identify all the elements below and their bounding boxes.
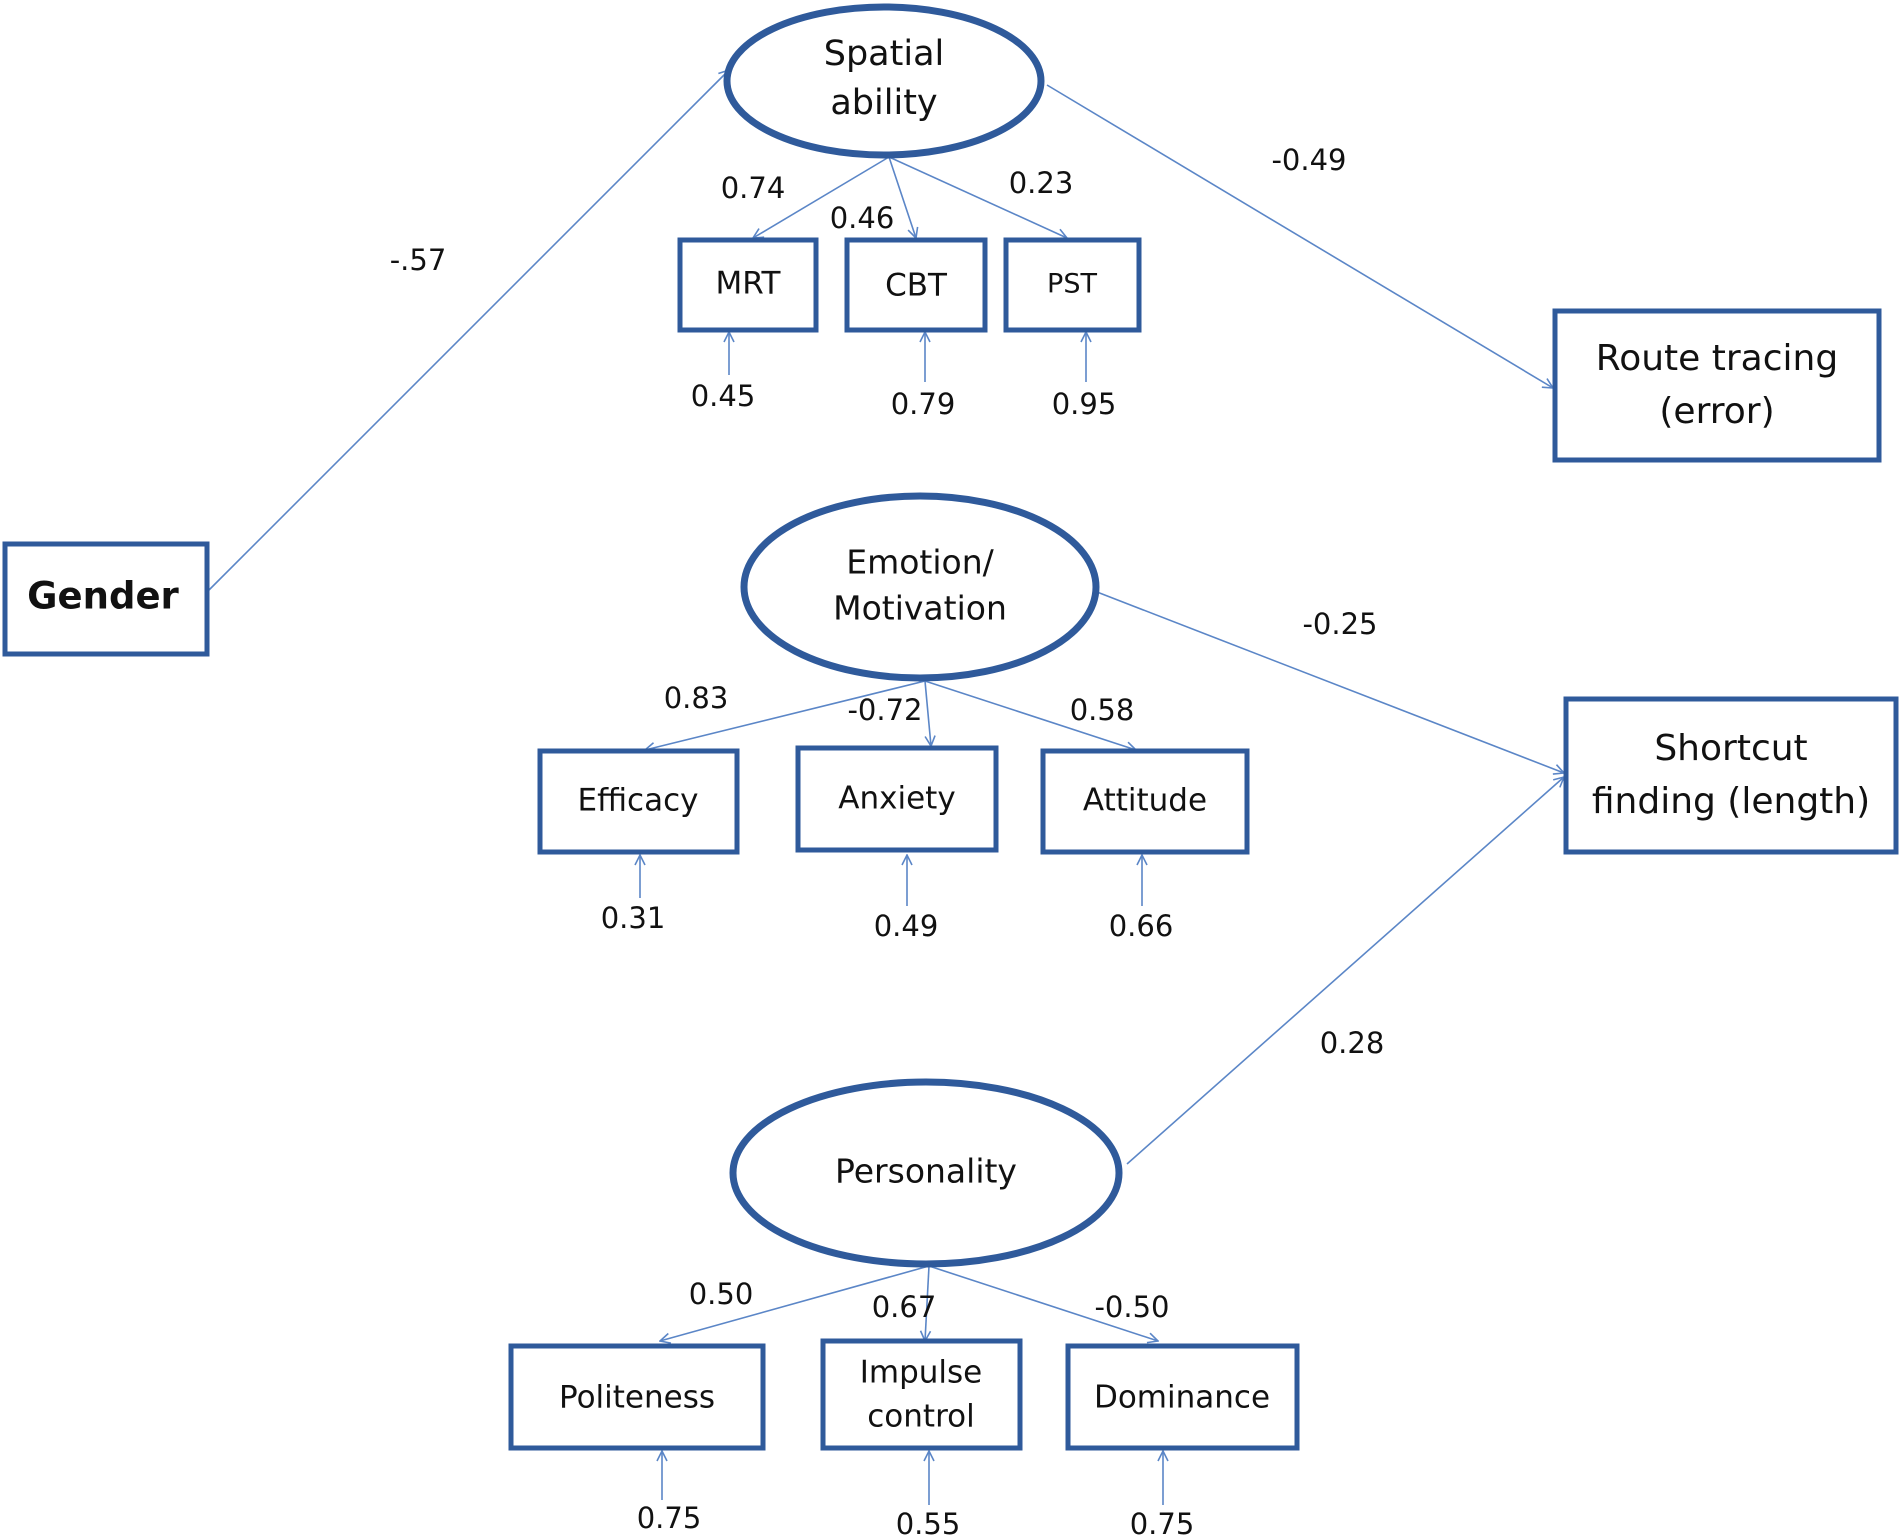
node-emotion-motivation: Emotion/ Motivation [740, 492, 1100, 682]
node-anxiety-label: Anxiety [838, 781, 955, 817]
node-route-label-line1: Route tracing [1596, 338, 1838, 379]
node-mrt: MRT [677, 237, 819, 333]
node-emotion-label-line2: Motivation [833, 589, 1007, 628]
edge-emotion-to-anxiety [924, 680, 931, 746]
node-dominance-label: Dominance [1094, 1380, 1270, 1416]
edge-emotion-to-attitude [924, 680, 1136, 750]
error-pst: 0.95 [1052, 387, 1117, 421]
error-politeness: 0.75 [637, 1501, 702, 1535]
node-pst: PST [1003, 237, 1142, 333]
node-mrt-label: MRT [716, 266, 782, 302]
loading-mrt: 0.74 [721, 171, 786, 205]
loading-cbt: 0.46 [830, 201, 895, 235]
path-coef-gender-spatial: -.57 [390, 243, 447, 277]
loading-pst: 0.23 [1009, 166, 1074, 200]
edge-spatial-to-route [1046, 84, 1553, 388]
path-coef-emotion-shortcut: -0.25 [1302, 607, 1377, 641]
node-politeness: Politeness [508, 1343, 766, 1451]
node-cbt-label: CBT [885, 268, 948, 304]
edge-personality-to-politeness [660, 1265, 930, 1341]
edge-personality-to-shortcut [1126, 777, 1564, 1165]
error-anxiety: 0.49 [874, 909, 939, 943]
node-personality: Personality [729, 1078, 1123, 1268]
edge-spatial-to-cbt [888, 156, 916, 238]
node-anxiety: Anxiety [795, 745, 999, 853]
node-gender: Gender [2, 541, 210, 657]
node-impulse-label-line2: control [867, 1399, 974, 1435]
error-mrt: 0.45 [691, 379, 756, 413]
node-spatial-label-line2: ability [830, 83, 937, 123]
node-cbt: CBT [844, 237, 988, 333]
loading-politeness: 0.50 [689, 1277, 754, 1311]
node-personality-label: Personality [835, 1152, 1017, 1191]
node-route-label-line2: (error) [1659, 391, 1774, 432]
node-pst-label: PST [1047, 269, 1097, 300]
node-politeness-label: Politeness [559, 1380, 715, 1416]
edge-personality-to-impulse [925, 1265, 929, 1341]
edge-personality-to-dominance [928, 1265, 1158, 1341]
edge-emotion-to-shortcut [1096, 591, 1564, 773]
edge-spatial-to-mrt [753, 156, 890, 238]
edge-spatial-to-pst [888, 156, 1067, 238]
loading-dominance: -0.50 [1094, 1290, 1169, 1324]
error-impulse: 0.55 [896, 1507, 961, 1539]
node-efficacy-label: Efficacy [578, 783, 699, 819]
node-impulse-control: Impulse control [820, 1338, 1023, 1451]
loading-attitude: 0.58 [1070, 693, 1135, 727]
edge-gender-to-spatial [206, 70, 729, 593]
node-spatial-ability: Spatial ability [723, 3, 1045, 159]
node-gender-label: Gender [27, 575, 179, 618]
node-efficacy: Efficacy [537, 748, 740, 855]
path-coef-spatial-route: -0.49 [1271, 143, 1346, 177]
node-emotion-label-line1: Emotion/ [846, 543, 994, 582]
loading-anxiety: -0.72 [847, 693, 922, 727]
error-dominance: 0.75 [1130, 1507, 1195, 1539]
error-cbt: 0.79 [891, 387, 956, 421]
node-dominance: Dominance [1065, 1343, 1300, 1451]
node-route-tracing: Route tracing (error) [1552, 308, 1882, 463]
edge-emotion-to-efficacy [645, 680, 926, 750]
error-attitude: 0.66 [1109, 909, 1174, 943]
node-attitude-label: Attitude [1083, 783, 1207, 819]
node-impulse-label-line1: Impulse [860, 1355, 983, 1391]
path-coef-personality-shortcut: 0.28 [1320, 1026, 1385, 1060]
node-attitude: Attitude [1040, 748, 1250, 855]
node-shortcut-finding: Shortcut finding (length) [1563, 696, 1899, 855]
node-spatial-label-line1: Spatial [824, 34, 945, 74]
error-efficacy: 0.31 [601, 901, 666, 935]
loading-efficacy: 0.83 [664, 681, 729, 715]
node-shortcut-label-line1: Shortcut [1654, 728, 1807, 769]
node-shortcut-label-line2: finding (length) [1592, 781, 1870, 822]
loading-impulse: 0.67 [872, 1290, 937, 1324]
